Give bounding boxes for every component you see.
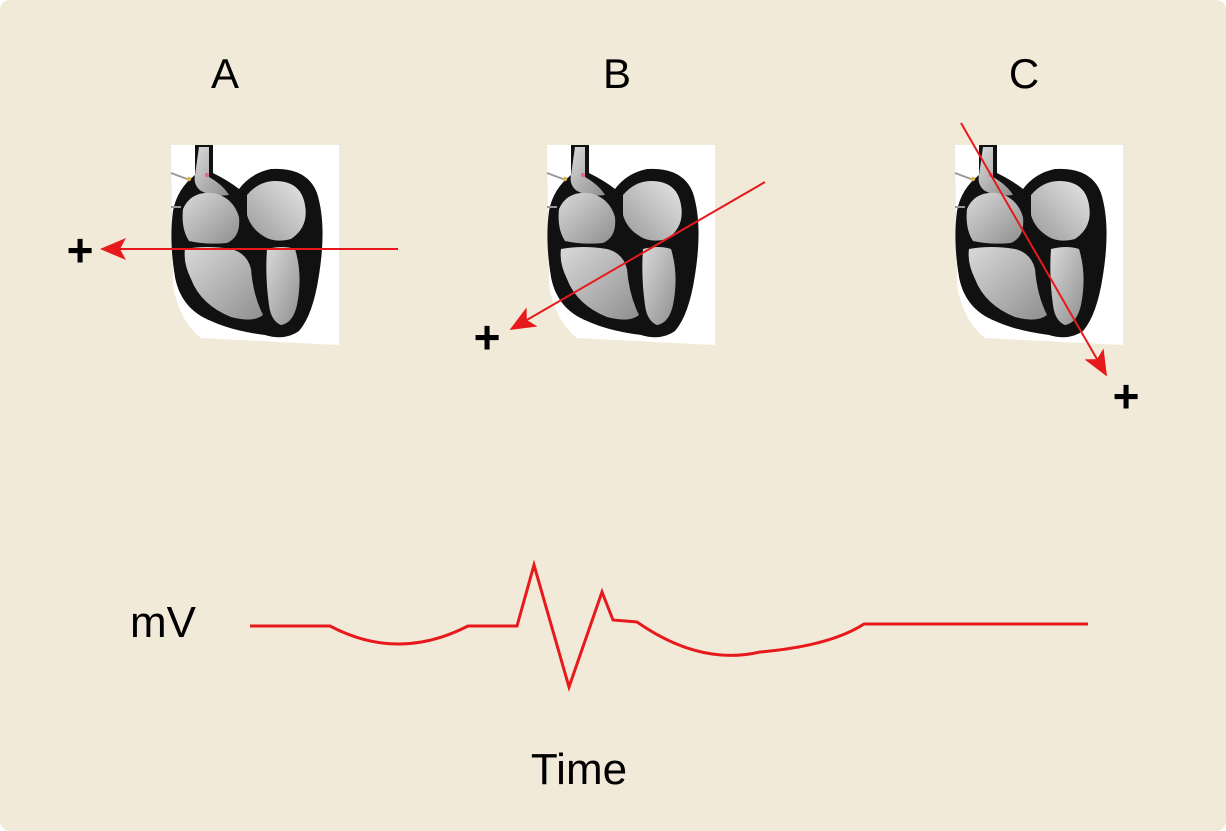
heart-cross-section-icon bbox=[954, 145, 1123, 345]
vector-arrow-icon bbox=[509, 181, 766, 331]
panel-b-label: B bbox=[603, 50, 631, 97]
heart-cross-section-icon bbox=[546, 145, 715, 345]
ecg-trace-group: mV Time bbox=[130, 559, 1088, 794]
heart-cross-section-icon bbox=[170, 145, 339, 345]
y-axis-label: mV bbox=[130, 598, 197, 647]
vector-arrow-icon bbox=[960, 122, 1107, 377]
panel-a: A + bbox=[67, 50, 398, 345]
ecg-trace-line bbox=[250, 559, 1088, 692]
panel-c: C + bbox=[954, 50, 1140, 422]
panel-c-positive-label: + bbox=[1113, 370, 1140, 422]
x-axis-label: Time bbox=[531, 745, 627, 794]
panel-a-label: A bbox=[211, 50, 239, 97]
panel-a-positive-label: + bbox=[67, 224, 94, 276]
panel-c-label: C bbox=[1009, 50, 1039, 97]
panel-b: B + bbox=[474, 50, 766, 363]
panel-b-positive-label: + bbox=[474, 311, 501, 363]
